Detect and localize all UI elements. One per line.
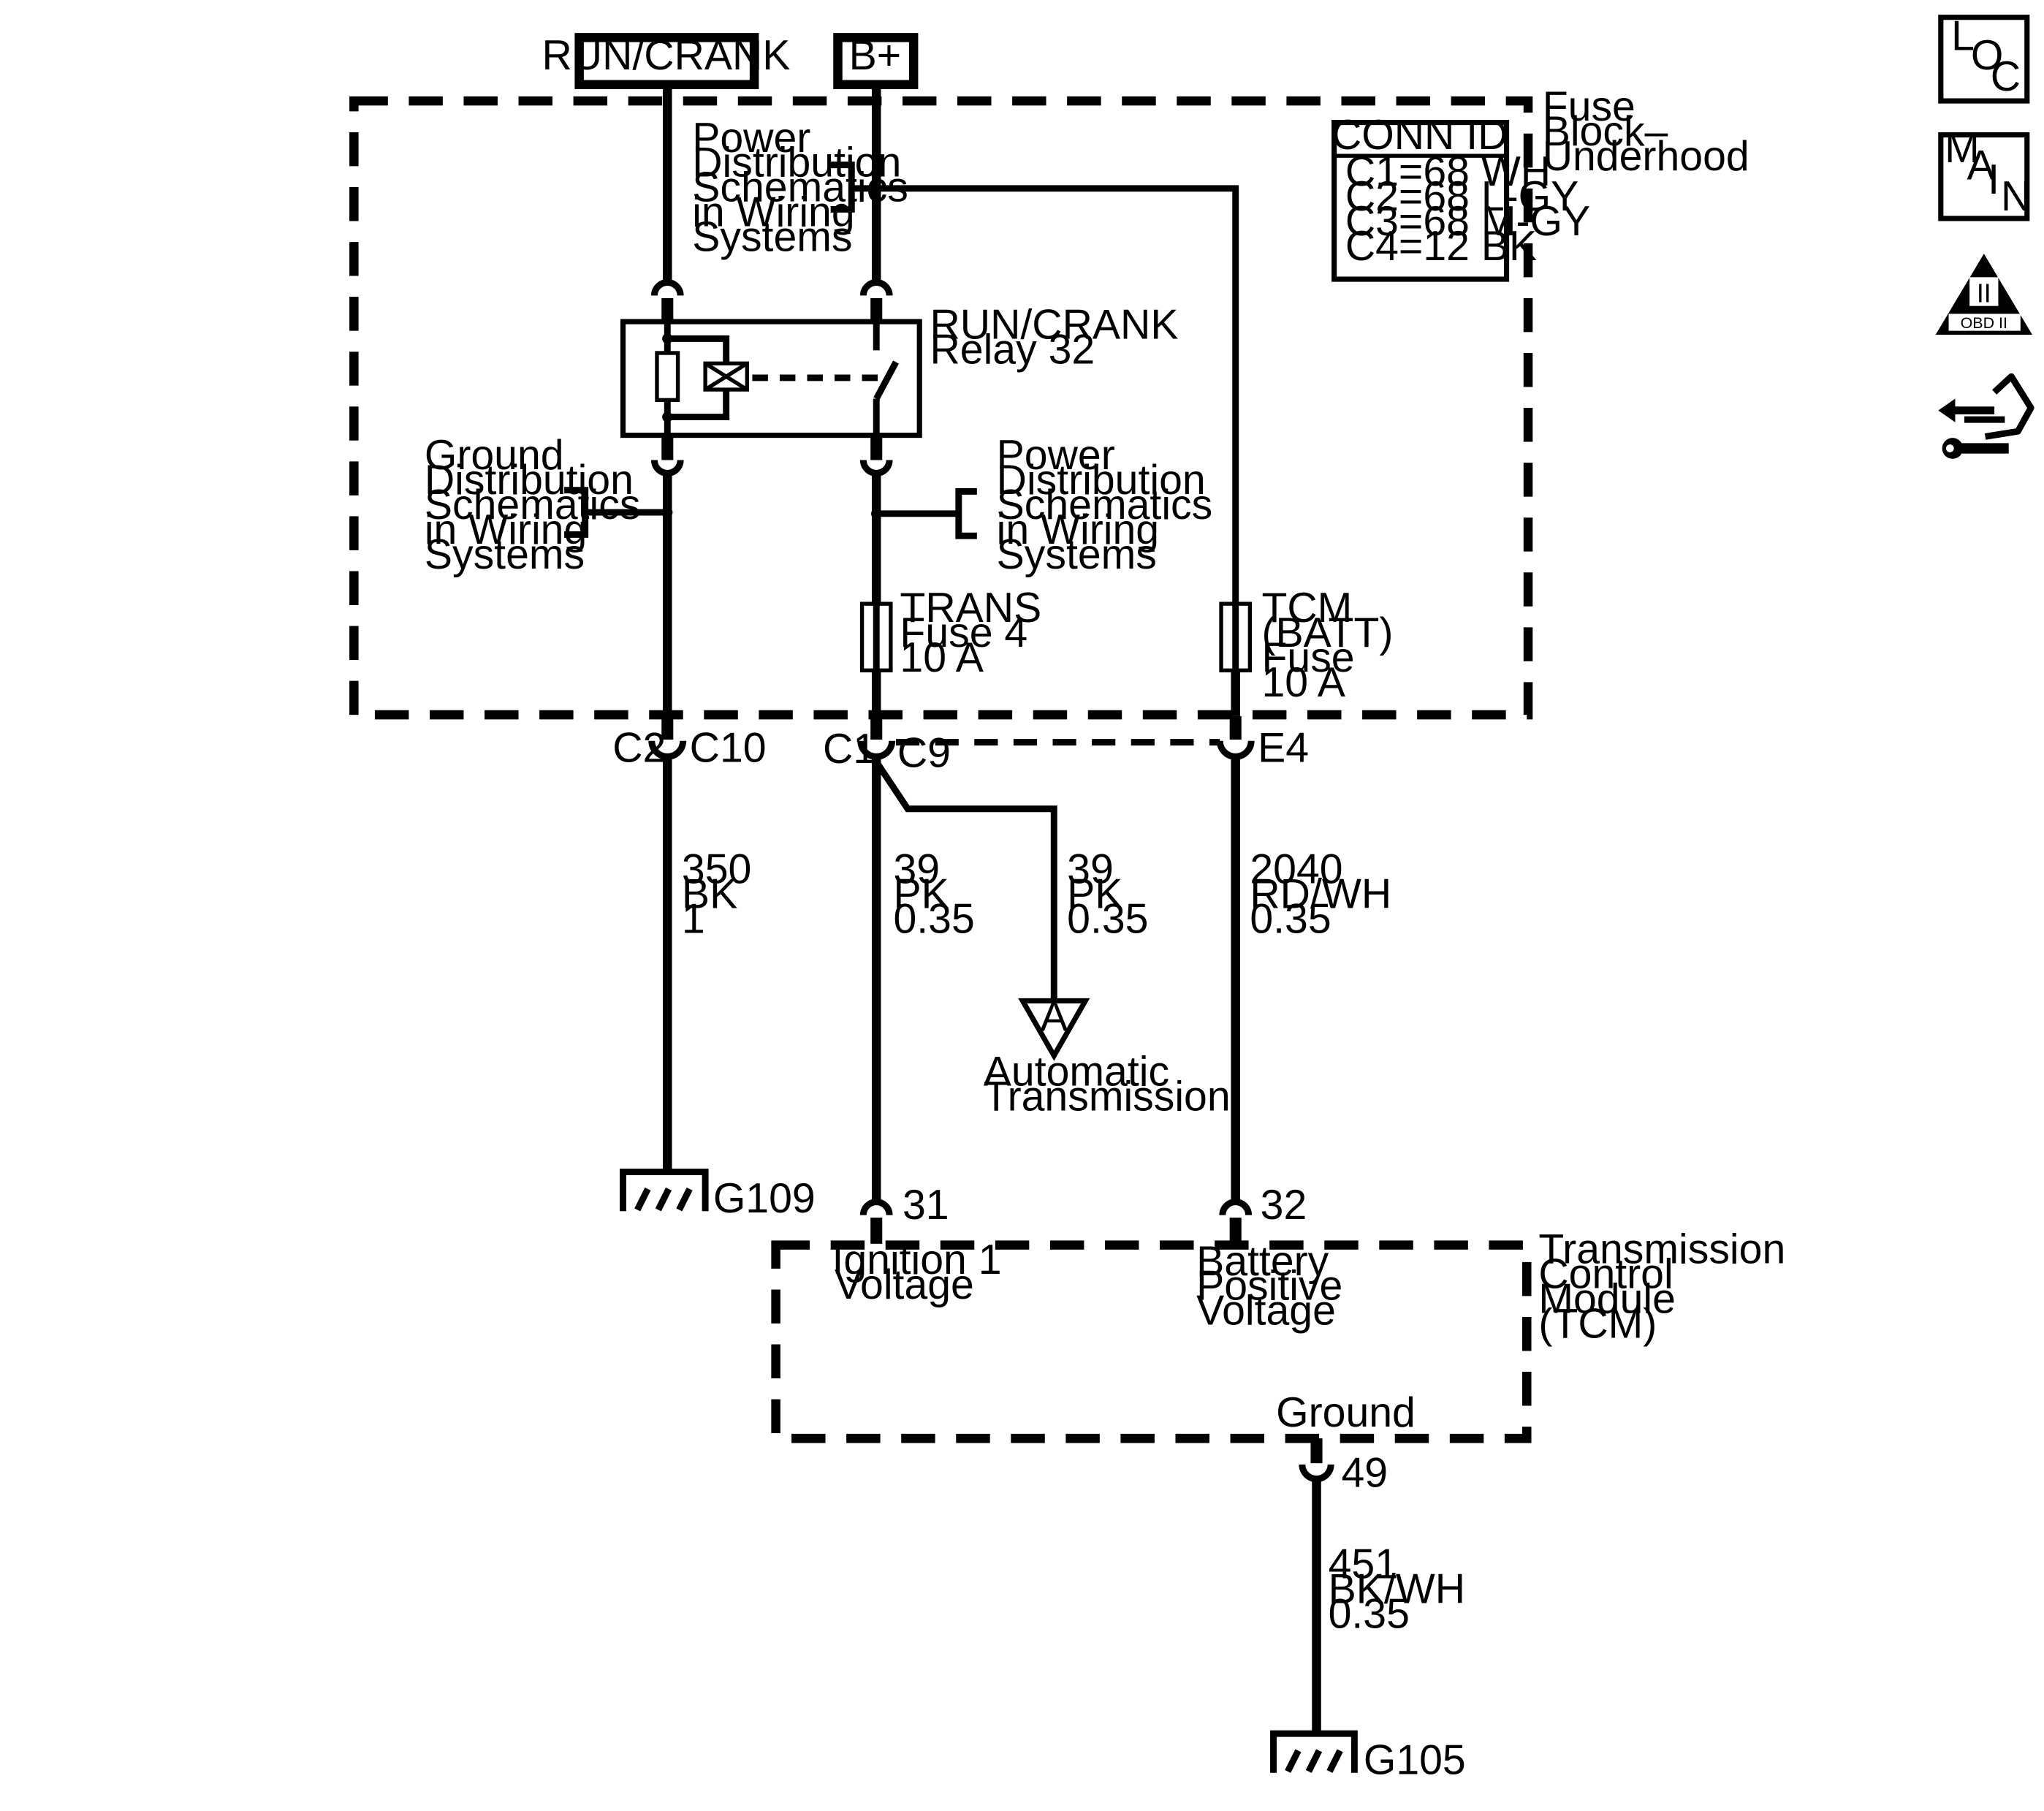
tcm-batt-feed-wire (876, 185, 1239, 604)
power-dist-bracket-mid: Power Distribution Schematics in Wiring … (876, 432, 1224, 578)
wire-label-ign-branch: 39 PK 0.35 (1067, 846, 1148, 943)
pin-49-arc (1299, 1464, 1334, 1482)
b-plus-source: B+ (833, 32, 919, 89)
tcm-name: Transmission Control Module (TCM) (1538, 1226, 1797, 1348)
fuse-block-name: Fuse Block– Underhood (1543, 83, 1749, 180)
main-icon[interactable]: M A I N (1938, 125, 2032, 221)
run-crank-source: RUN/CRANK (542, 32, 790, 89)
b-plus-label: B+ (849, 32, 902, 79)
loc-icon[interactable]: L O C (1938, 12, 2030, 104)
pin-49: 49 (1341, 1449, 1388, 1496)
svg-text:TRANS Fuse 4 10 A: TRANS Fuse 4 10 A (900, 585, 1053, 681)
conn-c9: C9 (897, 730, 951, 777)
ground-dist-bracket: Ground Distribution Schematics in Wiring… (425, 432, 668, 578)
svg-text:Power Distribution: Power Distribution Schematics in Wiring … (692, 115, 919, 261)
run-crank-label: RUN/CRANK (542, 32, 790, 79)
tcm-battery-input: Battery Positive Voltage (1196, 1238, 1354, 1334)
ground-g105-icon: G105 (1270, 1730, 1466, 1784)
svg-text:II: II (1977, 278, 1991, 308)
svg-text:M: M (1945, 125, 1980, 172)
pin-32-arc (1219, 1199, 1253, 1215)
svg-text:L: L (1951, 12, 1975, 59)
conn-c2: C2 (612, 724, 666, 771)
tcm-ground-label: Ground (1276, 1389, 1416, 1436)
run-crank-relay: RUN/CRANK Relay 32 (620, 301, 1190, 438)
svg-text:A: A (1967, 142, 1996, 189)
wire-39-pk-branch (873, 759, 1057, 1004)
obd-ii-icon[interactable]: II OBD II (1935, 254, 2032, 335)
tcm-batt-fuse: TCM (BATT) Fuse 10 A (1219, 585, 1405, 706)
tcm-outline (771, 1240, 1532, 1443)
wire-label-batt: 2040 RD/WH 0.35 (1250, 846, 1403, 943)
relay-pin-87-arc (650, 279, 684, 296)
svg-text:Ground Distribution: Ground Distribution Schematics in Wiring… (425, 432, 652, 578)
svg-text:Power Distribution: Power Distribution Schematics in Wiring … (997, 432, 1224, 578)
conn-id-title: CONN ID (1331, 112, 1508, 159)
wire-label-ground: 350 BK 1 (682, 846, 763, 943)
svg-text:RUN/CRANK Relay 32: RUN/CRANK Relay 32 (930, 301, 1190, 373)
conn-c1: C1 (823, 726, 876, 772)
automatic-transmission-ref: A Automatic Transmission (984, 994, 1231, 1120)
svg-text:N: N (2001, 173, 2031, 220)
svg-text:OBD II: OBD II (1961, 314, 2007, 332)
svg-text:C: C (1991, 53, 2021, 100)
pin-31: 31 (903, 1182, 949, 1229)
conn-id-rows: C1=68 WH C2=68 L-GY C3=68 M-GY C4=12 BK (1345, 148, 1602, 270)
tcm-ignition-input: Ignition 1 Voltage (832, 1237, 1013, 1308)
service-icon[interactable] (1938, 373, 2034, 459)
conn-e4: E4 (1258, 724, 1309, 771)
ground-g105-label: G105 (1364, 1737, 1466, 1784)
svg-text:O: O (1971, 32, 2003, 79)
svg-text:A: A (1040, 994, 1068, 1041)
svg-text:I: I (1988, 156, 1999, 203)
pin-31-arc (859, 1199, 893, 1215)
pin-32: 32 (1261, 1182, 1307, 1229)
relay-pin-30-arc (859, 279, 893, 296)
wire-label-tcm-ground: 451 BK/WH 0.35 (1329, 1541, 1477, 1637)
ground-g109-label: G109 (713, 1175, 816, 1222)
power-dist-bracket-top: Power Distribution Schematics in Wiring … (692, 115, 919, 261)
fuse-block-outline (349, 96, 1533, 720)
conn-id-table: CONN ID C1=68 WH C2=68 L-GY C3=68 M-GY C… (1331, 112, 1602, 282)
trans-fuse: TRANS Fuse 4 10 A (859, 585, 1053, 681)
svg-text:TCM (BATT) Fuse: TCM (BATT) Fuse 10 A (1261, 585, 1405, 706)
ground-g109-icon: G109 (620, 1169, 816, 1222)
svg-text:Automatic Transmission: Automatic Transmission (984, 1049, 1231, 1120)
wire-label-ign-main: 39 PK 0.35 (893, 846, 974, 943)
connector-e4 (1216, 740, 1255, 760)
conn-c10: C10 (690, 724, 767, 771)
